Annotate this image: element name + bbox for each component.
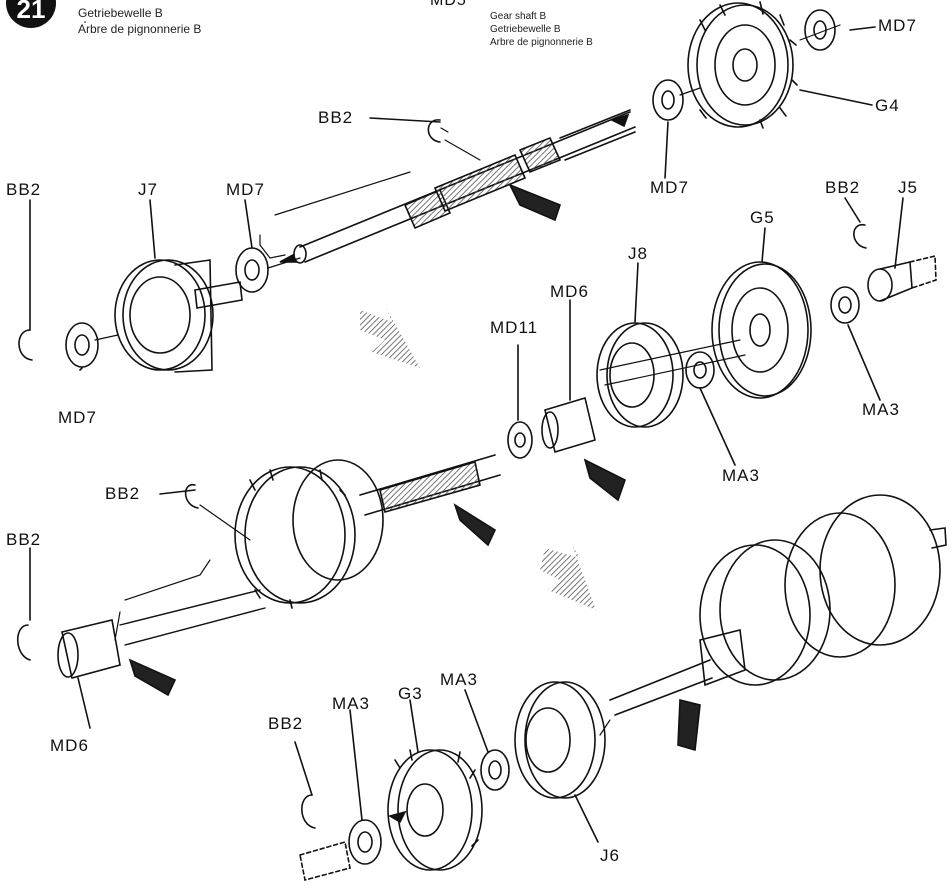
label-g4: G4 xyxy=(875,96,900,115)
label-md7-top: MD7 xyxy=(878,16,917,35)
part-header-en: Gear shaft B xyxy=(490,11,547,22)
part-header-fr: Arbre de pignonnerie B xyxy=(490,37,593,48)
step-caption-fr: Arbre de pignonnerie B xyxy=(78,22,202,36)
joint-j8 xyxy=(596,322,684,428)
gear-g3 xyxy=(387,749,483,871)
spacer-ma3-mid xyxy=(685,351,715,389)
label-j8: J8 xyxy=(628,244,648,263)
label-ma3-mid: MA3 xyxy=(722,466,760,485)
label-md7-bottom-left: MD7 xyxy=(58,408,97,427)
shaft-mid-assembly xyxy=(234,454,501,609)
label-bb2-left: BB2 xyxy=(6,180,42,199)
joint-j7 xyxy=(114,259,243,373)
label-md6-lower: MD6 xyxy=(50,736,89,755)
label-bb2-shaft: BB2 xyxy=(318,108,354,127)
spacer-ma3-bottom xyxy=(480,749,510,791)
label-g5: G5 xyxy=(750,208,775,227)
label-g3: G3 xyxy=(398,684,423,703)
label-bb2-bottom: BB2 xyxy=(268,714,304,733)
part-header-de: Getriebewelle B xyxy=(490,24,561,35)
joint-j5 xyxy=(867,254,937,302)
label-md6-mid: MD6 xyxy=(550,282,589,301)
gear-shaft-md5 xyxy=(293,109,636,264)
label-md11: MD11 xyxy=(490,318,539,337)
spacer-md7-left xyxy=(235,247,269,293)
label-ma3-bottom-left: MA3 xyxy=(332,694,370,713)
spacer-md7-top xyxy=(804,9,836,51)
label-md7-shaft: MD7 xyxy=(650,178,689,197)
label-md7-left: MD7 xyxy=(226,180,265,199)
label-bb2-lower-left: BB2 xyxy=(6,530,42,549)
label-bb2-mid: BB2 xyxy=(105,484,141,503)
gear-g4 xyxy=(687,1,798,129)
joint-j6 xyxy=(514,681,606,799)
label-j7: J7 xyxy=(138,180,158,199)
gear-assembly-bottom-right xyxy=(609,494,947,716)
part-header-code: MD5 xyxy=(430,0,467,9)
label-ma3-bottom: MA3 xyxy=(440,670,478,689)
gear-g5 xyxy=(711,261,812,399)
label-j5: J5 xyxy=(898,178,918,197)
washer-md11 xyxy=(507,421,533,459)
bushing-md6-lower xyxy=(57,619,121,679)
label-ma3-right: MA3 xyxy=(862,400,900,419)
spacer-ma3-right xyxy=(830,286,860,324)
spacer-ma3-bottom-left xyxy=(348,819,382,865)
spacer-md7-bottom-left xyxy=(65,322,99,368)
label-j6: J6 xyxy=(600,846,620,865)
bushing-md6-mid xyxy=(541,396,596,454)
step-caption-de: Getriebewelle B xyxy=(78,6,163,20)
label-bb2-right: BB2 xyxy=(825,178,861,197)
spacer-md7-shaft xyxy=(652,79,684,121)
